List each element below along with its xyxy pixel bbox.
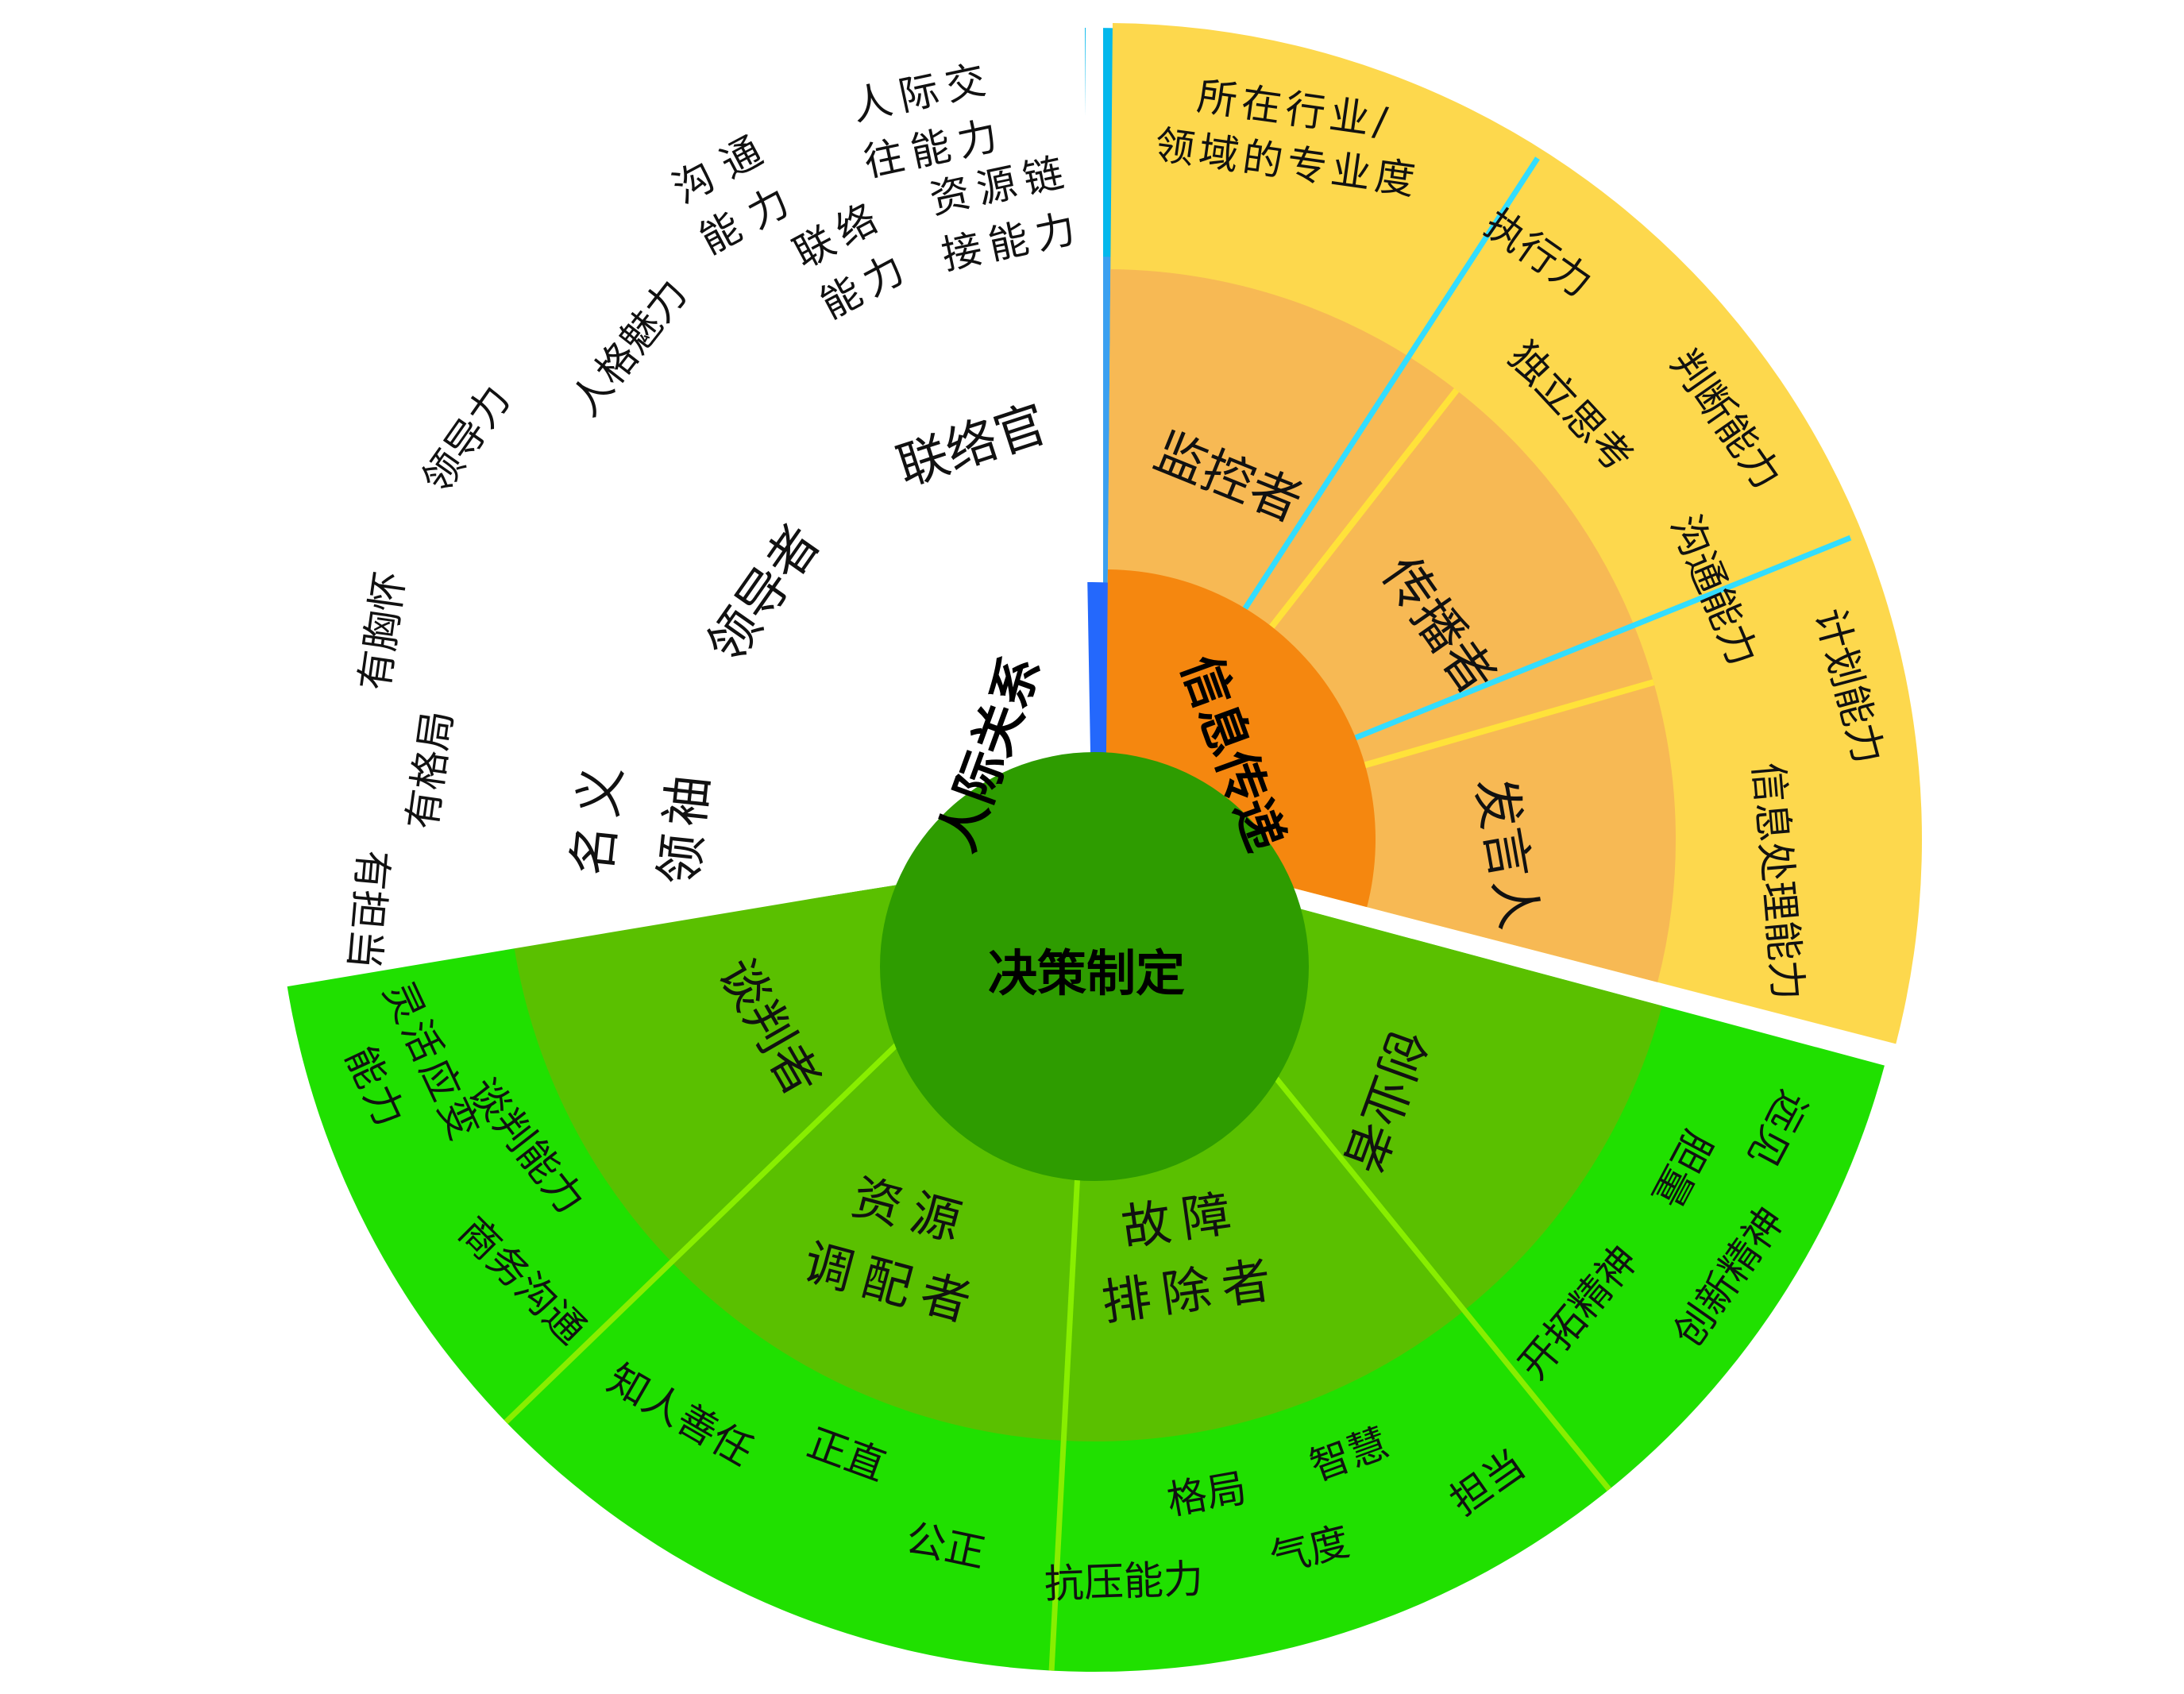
role-divider xyxy=(1242,1036,1611,1491)
skill-label: 有担当 xyxy=(340,848,396,970)
information-role-sector xyxy=(1106,682,1676,982)
role-label-figurehead-line: 领袖 xyxy=(650,765,721,888)
role-divider xyxy=(1249,388,1460,654)
decision-core-label: 决策制定 xyxy=(988,944,1185,1002)
role-divider xyxy=(1333,679,1655,778)
role-divider xyxy=(1048,1091,1085,1671)
sector-layer xyxy=(286,23,1922,1672)
skill-label: 领导力 xyxy=(413,377,519,501)
role-label-figurehead-line: 名义 xyxy=(563,755,634,878)
skill-label: 沟通能力 xyxy=(666,122,809,264)
role-label-leader: 领导者 xyxy=(696,515,832,673)
skill-label: 有胸怀 xyxy=(351,569,413,693)
decision-core xyxy=(880,752,1309,1181)
role-divider xyxy=(504,1017,925,1425)
role-divider xyxy=(1311,534,1852,758)
skill-label: 有格局 xyxy=(399,708,461,832)
skill-label: 抗压能力 xyxy=(1044,1556,1204,1607)
skill-label: 人格魅力 xyxy=(562,271,696,424)
role-label-liaison: 联络官 xyxy=(890,395,1053,498)
role-divider xyxy=(1219,156,1540,646)
role-label-figurehead: 名义领袖 xyxy=(563,755,720,887)
core-layer xyxy=(880,569,1376,1181)
